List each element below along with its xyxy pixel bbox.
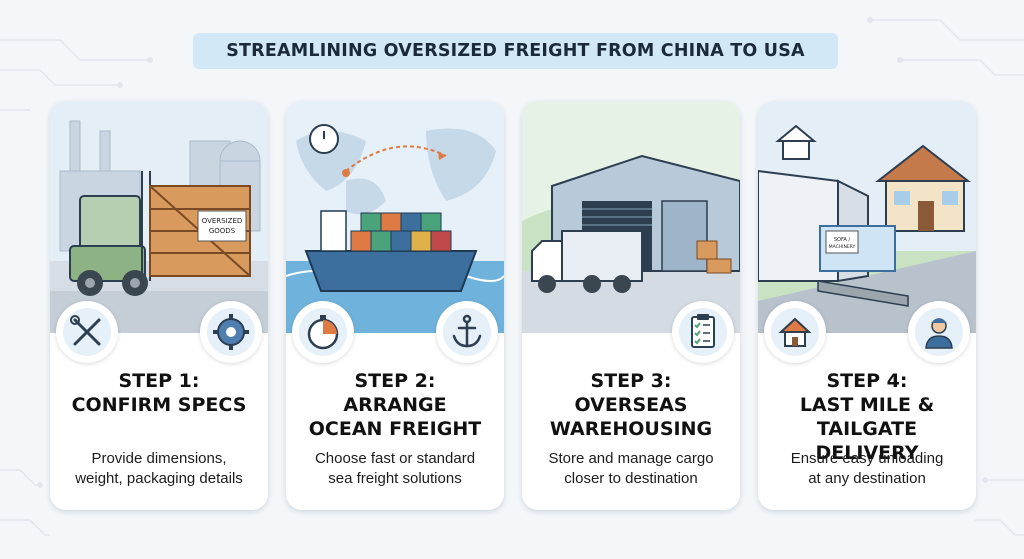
step-3-title: STEP 3: OVERSEAS WAREHOUSING xyxy=(549,370,713,440)
warehouse-truck-illustration xyxy=(522,101,740,333)
delivery-person-icon xyxy=(908,301,970,363)
house-icon xyxy=(764,301,826,363)
clipboard-checklist-icon xyxy=(672,301,734,363)
step-1-title: STEP 1: CONFIRM SPECS xyxy=(71,370,247,416)
package-label: SOFA / xyxy=(834,237,851,243)
crate-label-line-1: OVERSIZED xyxy=(202,217,243,225)
step-card-1: OVERSIZED GOODS STEP 1: CONFIRM SPECS Pr… xyxy=(50,101,268,510)
step-4-title: STEP 4: LAST MILE & TAILGATE DELIVERY xyxy=(799,370,935,464)
banner-title: STREAMLINING OVERSIZED FREIGHT FROM CHIN… xyxy=(193,33,838,69)
crate-label-line-2: GOODS xyxy=(209,227,236,235)
step-2-title: STEP 2: ARRANGE OCEAN FREIGHT xyxy=(308,370,482,440)
step-3-description: Store and manage cargo closer to destina… xyxy=(548,450,714,487)
step-card-3: STEP 3: OVERSEAS WAREHOUSING Store and m… xyxy=(522,101,740,510)
cargo-ship-map-illustration xyxy=(286,101,504,333)
forklift-factory-illustration: OVERSIZED GOODS xyxy=(50,101,268,333)
anchor-icon xyxy=(436,301,498,363)
step-1-description: Provide dimensions, weight, packaging de… xyxy=(75,450,243,487)
package-label-line-2: MACHINERY xyxy=(829,244,856,250)
stopwatch-icon xyxy=(292,301,354,363)
delivery-truck-house-illustration: SOFA / MACHINERY xyxy=(758,101,976,333)
step-4-description: Ensure easy unloading at any destination xyxy=(790,450,944,487)
step-2-description: Choose fast or standard sea freight solu… xyxy=(314,450,476,487)
gear-icon xyxy=(200,301,262,363)
step-card-4: SOFA / MACHINERY STEP 4: LAST MILE & TAI… xyxy=(758,101,976,510)
step-card-2: STEP 2: ARRANGE OCEAN FREIGHT Choose fas… xyxy=(286,101,504,510)
wrench-screwdriver-icon xyxy=(56,301,118,363)
